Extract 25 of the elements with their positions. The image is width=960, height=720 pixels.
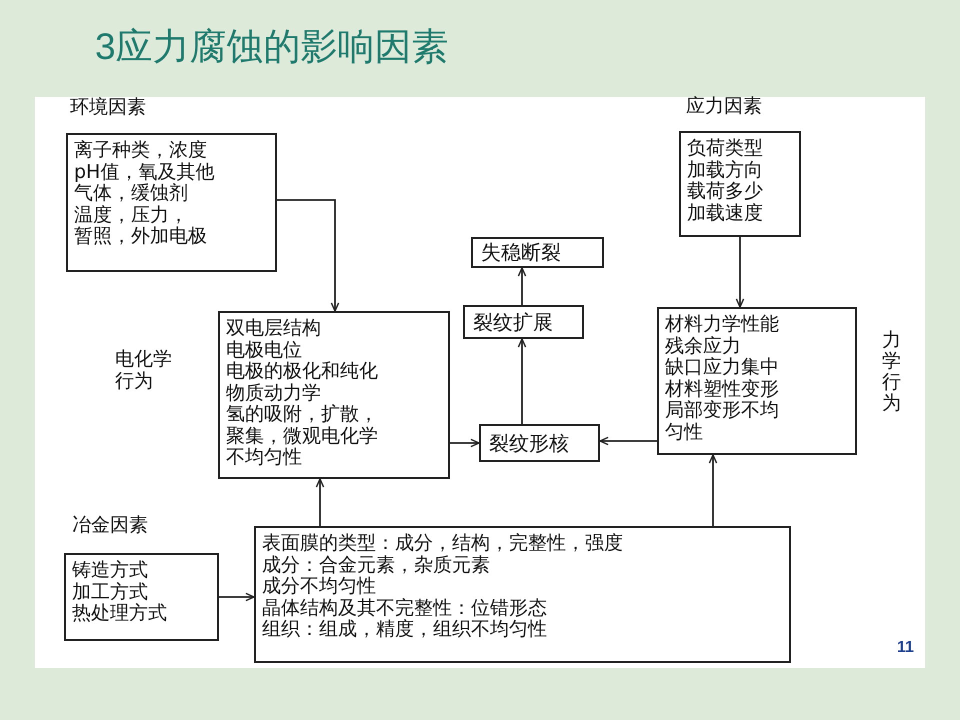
- arrow: [219, 592, 255, 602]
- factor-box: 离子种类，浓度 pH值，氧及其他 气体，缓蚀剂 温度，压力， 暂照，外加电极: [66, 133, 277, 272]
- process-box: 失稳断裂: [471, 237, 604, 268]
- arrow: [518, 267, 526, 305]
- arrow: [518, 338, 526, 424]
- arrow: [599, 436, 657, 446]
- group-heading: 冶金因素: [72, 514, 148, 536]
- factor-box: 负荷类型 加载方向 载荷多少 加载速度: [679, 131, 801, 237]
- group-heading: 环境因素: [70, 96, 146, 118]
- slide-title: 3应力腐蚀的影响因素: [95, 25, 449, 69]
- process-box: 裂纹形核: [479, 424, 600, 462]
- arrow: [277, 199, 340, 312]
- arrow: [450, 438, 480, 448]
- arrow: [736, 237, 744, 308]
- page-number: 11: [897, 639, 914, 657]
- arrow: [708, 454, 718, 526]
- side-label: 力学行为: [882, 330, 902, 414]
- factor-box: 材料力学性能 残余应力 缺口应力集中 材料塑性变形 局部变形不均 匀性: [657, 307, 857, 455]
- arrow: [316, 478, 324, 526]
- factor-box: 双电层结构 电极电位 电极的极化和纯化 物质动力学 氢的吸附，扩散， 聚集，微观电化学 不均匀性: [218, 311, 450, 479]
- group-heading: 应力因素: [686, 95, 762, 117]
- factor-box: 铸造方式 加工方式 热处理方式: [64, 553, 219, 641]
- process-box: 裂纹扩展: [463, 305, 584, 339]
- factor-box: 表面膜的类型：成分，结构，完整性，强度 成分：合金元素，杂质元素 成分不均匀性 晶体结构及其不完整性：位错形态 组织：组成，精度，组织不均匀性: [254, 526, 791, 663]
- side-label: 电化学行为: [115, 348, 173, 392]
